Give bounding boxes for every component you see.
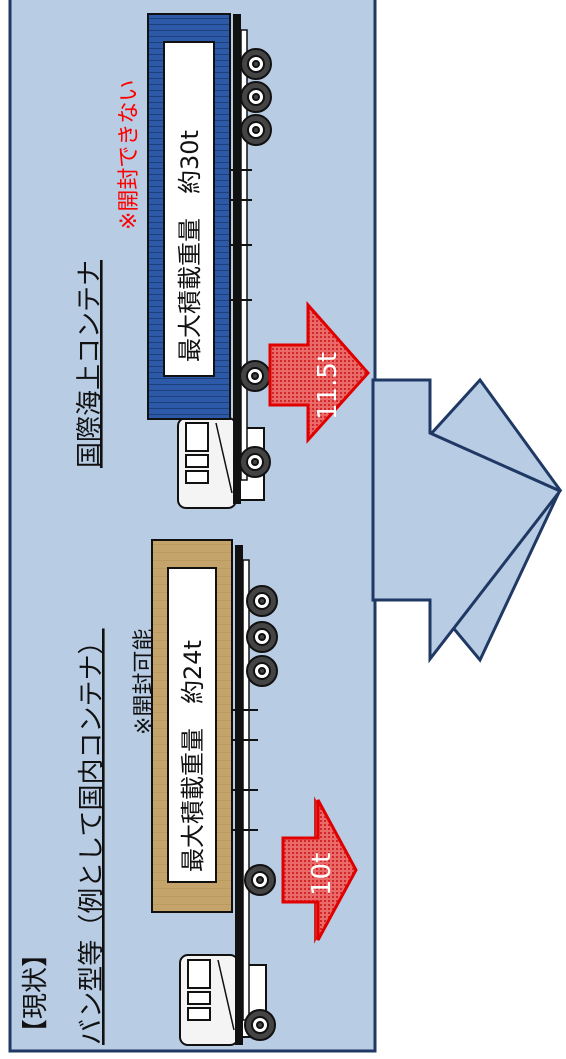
van-wheels — [244, 585, 278, 1041]
van-max-load: 最大積載重量 約24t — [179, 640, 207, 872]
direction-arrow-head — [371, 378, 563, 664]
intl-max-load: 最大積載重量 約30t — [176, 130, 204, 362]
intl-note: ※開封できない — [117, 80, 142, 230]
van-weight-arrow: 10t — [281, 796, 358, 944]
intl-axle-weight: 11.5t — [313, 352, 343, 420]
van-axle-weight: 10t — [307, 853, 337, 896]
van-type-heading: バン型等（例として国内コンテナ） — [77, 628, 107, 1045]
van-truck: 最大積載重量 約24t — [151, 539, 278, 1046]
status-heading: 【現状】 — [21, 941, 51, 1045]
intl-weight-arrow: 11.5t — [268, 301, 371, 444]
intl-wheels — [239, 48, 272, 478]
intl-truck: 最大積載重量 約30t — [147, 13, 272, 509]
intl-container-heading: 国際海上コンテナ — [75, 260, 105, 468]
van-note: ※開封可能 — [132, 629, 157, 735]
